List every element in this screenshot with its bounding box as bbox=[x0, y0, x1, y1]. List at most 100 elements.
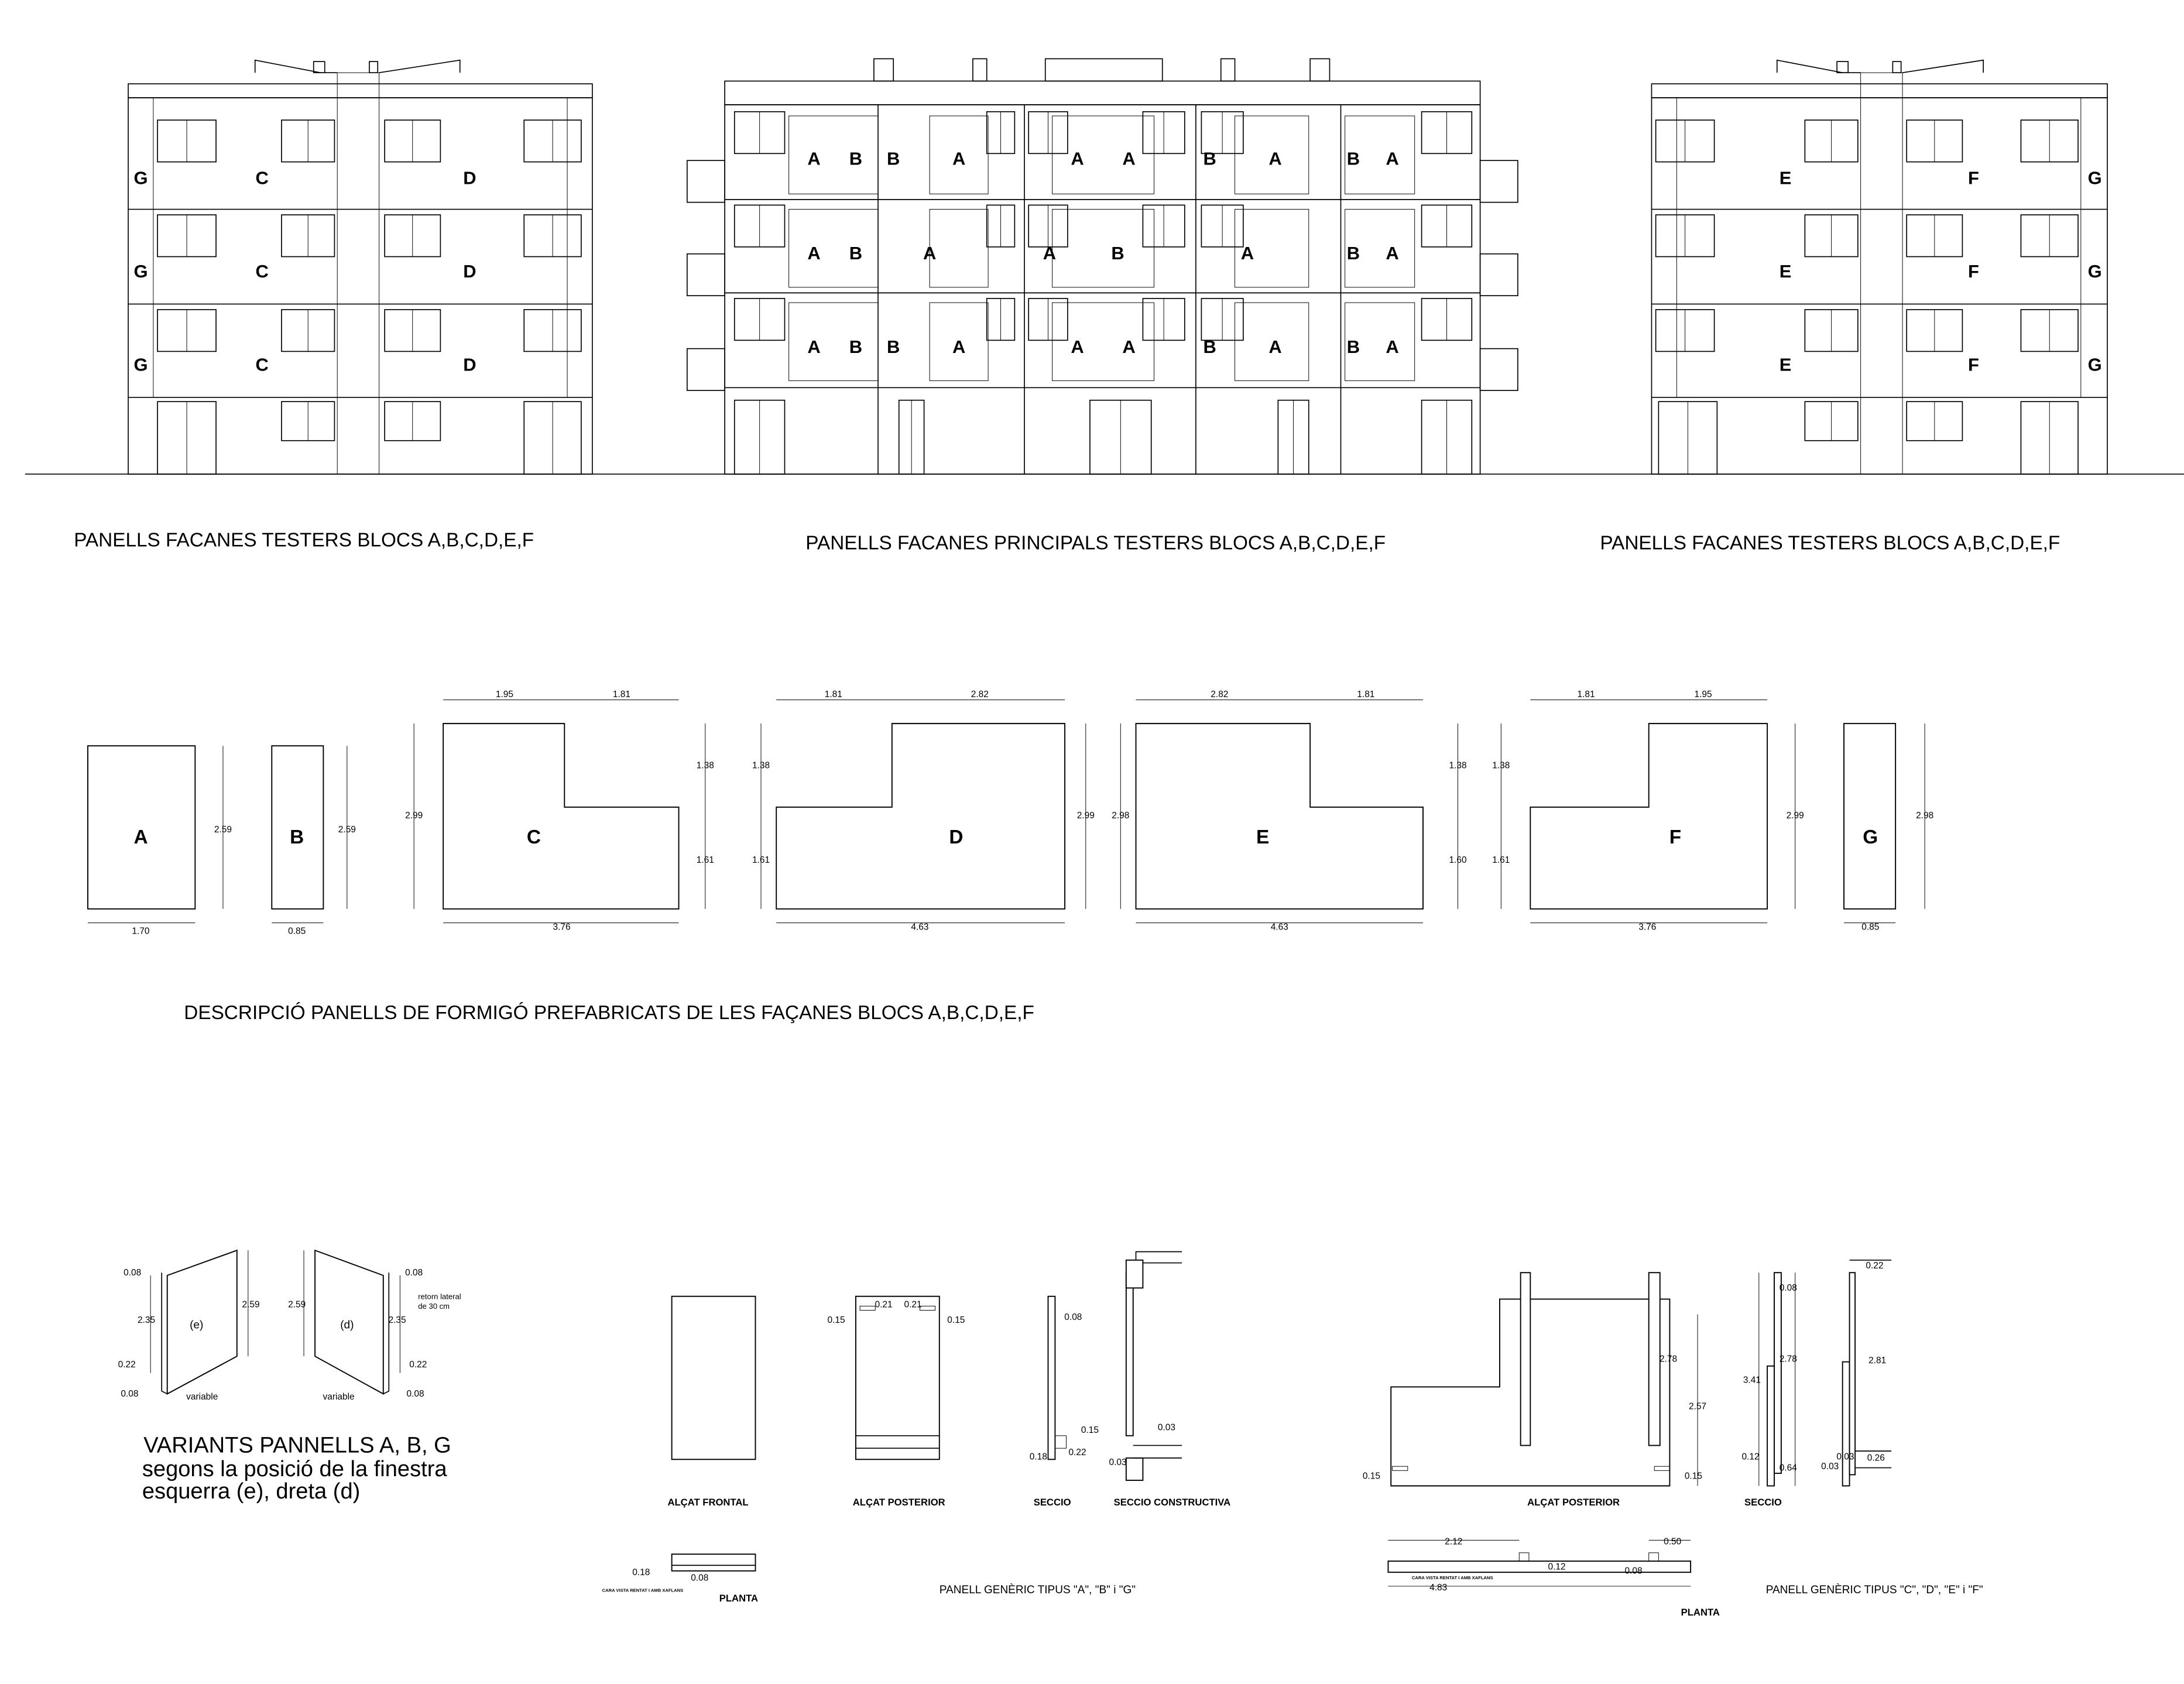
main-facade-panel-letter: A bbox=[1043, 243, 1056, 263]
svg-text:2.78: 2.78 bbox=[1780, 1354, 1797, 1364]
right-facade-panel-letter: G bbox=[2088, 355, 2102, 375]
main-facade-title: PANELLS FACANES PRINCIPALS TESTERS BLOCS… bbox=[805, 532, 1386, 554]
svg-text:0.08: 0.08 bbox=[1064, 1312, 1082, 1322]
main-facade-panel-letter: A bbox=[1071, 148, 1084, 169]
svg-text:(e): (e) bbox=[190, 1319, 203, 1331]
svg-text:1.95: 1.95 bbox=[1695, 690, 1712, 699]
facade-panel-outline bbox=[1052, 302, 1154, 381]
main-facade-panel-letter: A bbox=[952, 148, 965, 169]
left-facade-panel-letter: G bbox=[133, 168, 148, 188]
svg-text:2.99: 2.99 bbox=[405, 811, 423, 821]
main-facade-panel-letter: A bbox=[1122, 148, 1135, 169]
svg-text:CARA VISTA RENTAT I AMB XAFLAN: CARA VISTA RENTAT I AMB XAFLANS bbox=[1412, 1575, 1493, 1580]
generic-abg-section: 0.08 0.15 0.22 0.18 SECCIO bbox=[1030, 1295, 1099, 1508]
svg-text:B: B bbox=[290, 826, 304, 848]
svg-text:1.60: 1.60 bbox=[1449, 855, 1466, 865]
svg-text:0.85: 0.85 bbox=[288, 927, 306, 937]
main-facade-panel-letter: A bbox=[1268, 337, 1281, 357]
svg-text:2.59: 2.59 bbox=[242, 1300, 260, 1310]
svg-text:0.15: 0.15 bbox=[1081, 1425, 1099, 1435]
facade-panel-outline bbox=[1235, 209, 1309, 288]
variants-caption-line3: esquerra (e), dreta (d) bbox=[142, 1479, 360, 1504]
facade-panel-outline bbox=[788, 115, 879, 194]
variant-right-d: 2.59 (d) 0.08 retorn lateral de 30 cm 2.… bbox=[288, 1249, 461, 1402]
svg-text:0.85: 0.85 bbox=[1861, 922, 1879, 932]
svg-text:3.76: 3.76 bbox=[1638, 922, 1656, 932]
svg-text:0.08: 0.08 bbox=[124, 1268, 141, 1278]
panel-g: G 2.98 0.85 bbox=[1843, 723, 1933, 932]
right-facade-panel-letter: E bbox=[1780, 261, 1792, 282]
right-facade-panel-letter: F bbox=[1968, 355, 1979, 375]
generic-cdef-section-2: 0.22 2.81 0.03 0.26 0.03 bbox=[1821, 1259, 1891, 1487]
main-facade-panel-letter: A bbox=[1268, 148, 1281, 169]
left-facade-panel-letter: C bbox=[255, 261, 268, 282]
main-facade-panel-letter: B bbox=[1204, 148, 1216, 169]
left-facade-panel-letter: G bbox=[133, 355, 148, 375]
svg-text:PLANTA: PLANTA bbox=[1681, 1607, 1720, 1618]
svg-text:0.15: 0.15 bbox=[828, 1315, 845, 1325]
svg-text:1.38: 1.38 bbox=[1492, 760, 1510, 770]
left-facade-panel-letter: G bbox=[133, 261, 148, 282]
main-facade-panel-letter: A bbox=[807, 243, 820, 263]
generic-cdef-rear-elevation: 2.78 2.57 0.15 0.15 ALÇAT POSTERIOR bbox=[1363, 1272, 1706, 1508]
facade-panel-outline bbox=[1052, 209, 1154, 288]
svg-text:CARA VISTA RENTAT I AMB XAFLAN: CARA VISTA RENTAT I AMB XAFLANS bbox=[602, 1587, 684, 1593]
facade-panel-outline bbox=[1235, 115, 1309, 194]
left-facade-panel-letter: D bbox=[463, 261, 476, 282]
svg-text:0.08: 0.08 bbox=[1780, 1283, 1797, 1293]
svg-text:0.21: 0.21 bbox=[875, 1300, 892, 1310]
main-facade-panel-letter: B bbox=[849, 148, 862, 169]
svg-text:0.15: 0.15 bbox=[947, 1315, 965, 1325]
generic-cdef-title: PANELL GENÈRIC TIPUS "C", "D", "E" i "F" bbox=[1766, 1584, 1983, 1596]
facade-panel-outline bbox=[788, 209, 879, 288]
main-facade-panel-letter: A bbox=[1386, 337, 1398, 357]
svg-text:0.03: 0.03 bbox=[1158, 1422, 1175, 1432]
svg-text:0.08: 0.08 bbox=[121, 1389, 138, 1399]
variant-left-e: 0.08 2.35 2.59 (e) 0.22 0.08 variable bbox=[118, 1249, 260, 1402]
right-gable-facade bbox=[1651, 59, 2108, 475]
svg-text:variable: variable bbox=[323, 1392, 354, 1402]
svg-text:ALÇAT FRONTAL: ALÇAT FRONTAL bbox=[667, 1497, 748, 1508]
svg-text:1.61: 1.61 bbox=[697, 855, 714, 865]
main-facade-panel-letter: B bbox=[1347, 337, 1360, 357]
svg-text:0.22: 0.22 bbox=[1866, 1261, 1883, 1271]
facade-panel-outline bbox=[788, 302, 879, 381]
svg-text:PLANTA: PLANTA bbox=[719, 1593, 758, 1604]
svg-text:de 30 cm: de 30 cm bbox=[418, 1302, 450, 1311]
svg-text:C: C bbox=[527, 826, 541, 848]
left-facade-panel-letter: C bbox=[255, 168, 268, 188]
right-facade-panel-letter: E bbox=[1780, 355, 1792, 375]
svg-text:0.12: 0.12 bbox=[1548, 1562, 1566, 1572]
svg-text:1.61: 1.61 bbox=[1492, 855, 1510, 865]
svg-text:2.82: 2.82 bbox=[971, 690, 989, 699]
svg-text:2.59: 2.59 bbox=[338, 825, 356, 835]
main-facade-panel-letter: B bbox=[887, 148, 900, 169]
svg-text:1.81: 1.81 bbox=[825, 690, 842, 699]
svg-text:0.15: 0.15 bbox=[1685, 1472, 1702, 1481]
right-facade-panel-letter: G bbox=[2088, 168, 2102, 188]
main-facade-panel-letter: B bbox=[1204, 337, 1216, 357]
generic-abg-rear-elevation: 0.15 0.21 0.21 0.15 ALÇAT POSTERIOR bbox=[828, 1295, 965, 1508]
svg-text:0.64: 0.64 bbox=[1780, 1463, 1798, 1473]
svg-text:1.38: 1.38 bbox=[752, 760, 770, 770]
svg-text:1.95: 1.95 bbox=[496, 690, 513, 699]
svg-text:2.35: 2.35 bbox=[389, 1315, 406, 1325]
facade-panel-outline bbox=[1235, 302, 1309, 381]
main-facade-panel-letter: A bbox=[1386, 243, 1398, 263]
svg-text:0.03: 0.03 bbox=[1821, 1462, 1839, 1472]
panel-b: B 2.59 0.85 bbox=[271, 745, 356, 937]
panel-a: A 2.59 1.70 bbox=[87, 745, 232, 937]
svg-text:ALÇAT POSTERIOR: ALÇAT POSTERIOR bbox=[853, 1497, 945, 1508]
main-facade-panel-letter: A bbox=[1241, 243, 1254, 263]
svg-text:0.22: 0.22 bbox=[1068, 1448, 1086, 1457]
svg-text:1.81: 1.81 bbox=[1357, 690, 1374, 699]
generic-cdef-plan: 2.12 0.50 0.12 0.08 4.83 CARA VISTA RENT… bbox=[1387, 1537, 1720, 1618]
svg-text:2.81: 2.81 bbox=[1868, 1356, 1886, 1366]
generic-abg-plan: 0.18 0.08 CARA VISTA RENTAT I AMB XAFLAN… bbox=[602, 1553, 758, 1604]
svg-text:0.03: 0.03 bbox=[1109, 1457, 1126, 1467]
main-facade-panel-letter: B bbox=[1347, 243, 1360, 263]
